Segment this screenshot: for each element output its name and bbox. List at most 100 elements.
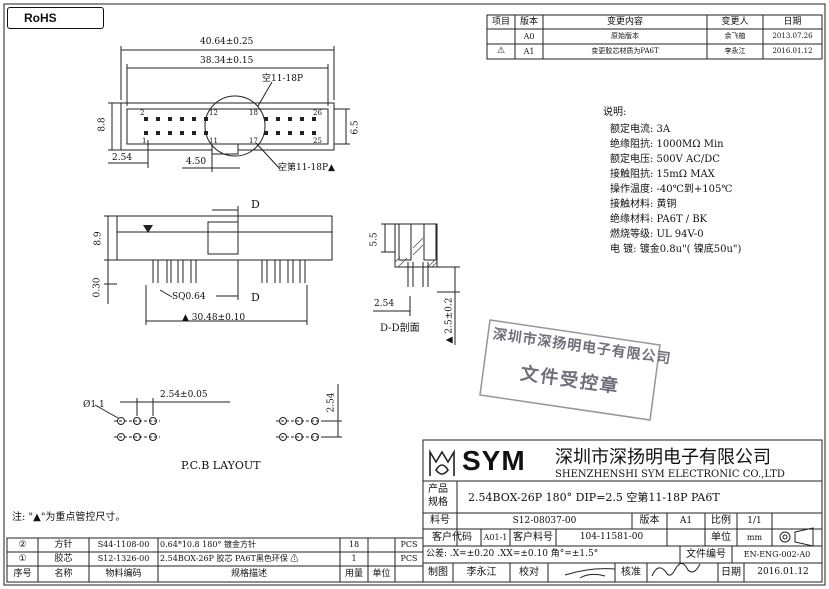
rev-row-1-version: A1 — [523, 46, 535, 56]
top-view-pins — [144, 117, 316, 135]
bom-row-1-qty: 1 — [351, 554, 357, 563]
top-view-body — [120, 102, 335, 151]
dim-blank-top: 空11-18P — [262, 74, 304, 84]
spec-line-5: 操作温度: -40℃到+105℃ — [610, 184, 733, 195]
polarization-triangle — [143, 225, 153, 233]
scale-value: 1/1 — [747, 515, 762, 526]
bom-row-0-no: ② — [18, 539, 27, 550]
rev-header-content: 变更内容 — [606, 16, 643, 27]
bom-header-qty: 用量 — [344, 568, 363, 579]
product-label-2: 规格 — [428, 497, 448, 508]
scale-label: 比例 — [711, 515, 731, 526]
rev-row-0-date: 2013.07.26 — [772, 32, 813, 40]
rev-header-date: 日期 — [783, 16, 802, 27]
bom-row-0-name: 方针 — [54, 539, 73, 550]
dim-row-30-48: ▲ 30.48±0.10 — [182, 313, 246, 323]
bom-header-name: 名称 — [54, 568, 73, 579]
version-value: A1 — [679, 515, 693, 526]
pin-label-2: 2 — [140, 109, 145, 117]
version-label: 版本 — [639, 515, 660, 526]
signature-scribbles — [564, 563, 701, 579]
side-view-body — [116, 215, 333, 261]
rohs-text: RoHS — [24, 11, 57, 25]
dim-height-8-8: 8.8 — [97, 117, 108, 132]
spec-line-1: 额定电流: 3A — [610, 124, 671, 135]
part-no-label: 料号 — [430, 515, 450, 526]
rev-row-1-date: 2016.01.12 — [772, 47, 813, 55]
dim-section-2-54: 2.54 — [374, 299, 395, 309]
rev-row-1-content: 变更胶芯材质为PA6T — [591, 47, 659, 55]
pin-label-12: 12 — [209, 109, 218, 117]
customer-code-label: 客户代码 — [432, 531, 472, 543]
rev-row-0-person: 余飞植 — [724, 32, 746, 40]
rev-row-0-item — [487, 29, 515, 44]
section-marker-d-bottom: D — [251, 291, 260, 304]
logo-mark — [429, 449, 455, 476]
dim-inner-width: 38.34±0.15 — [200, 56, 254, 66]
approved-label: 核准 — [621, 566, 641, 578]
bom-header-no: 序号 — [13, 568, 32, 579]
section-hatching — [394, 237, 438, 268]
section-title: D-D剖面 — [380, 323, 420, 334]
spec-line-6: 接触材料: 黄铜 — [610, 199, 677, 210]
dim-pitch-2-54: 2.54 — [112, 153, 133, 163]
rev-header-person: 变更人 — [721, 16, 749, 27]
file-no-label: 文件编号 — [686, 548, 726, 560]
tolerance-text: 公差: .X=±0.20 .XX=±0.10 角°=±1.5° — [426, 549, 599, 559]
dim-pcb-hole: Ø1.1 — [83, 400, 105, 410]
rohs-badge: RoHS — [7, 7, 104, 29]
rev-row-1-person: 李永江 — [724, 47, 746, 55]
bom-row-1-no: ① — [18, 553, 27, 564]
bom-row-1-unit: PCS — [400, 554, 418, 563]
dim-section-2-5: ▲ 2.5±0.2 — [444, 297, 455, 344]
dim-side-8-9: 8.9 — [93, 231, 104, 246]
customer-code-value: A01-1 — [483, 532, 508, 542]
rev-header-item: 项目 — [491, 16, 510, 27]
bom-header-unit: 单位 — [372, 568, 391, 579]
section-marker-d-top: D — [251, 198, 260, 211]
dim-offset-4-50: 4.50 — [186, 157, 207, 167]
rev-row-0-content: 原始版本 — [611, 32, 639, 40]
key-dimension-note: 注: "▲"为重点管控尺寸。 — [12, 512, 126, 523]
dim-side-0-30: 0.30 — [92, 277, 103, 298]
spec-line-7: 绝缘材料: PA6T / BK — [610, 214, 708, 225]
product-label-1: 产品 — [428, 484, 448, 495]
pin-label-18: 18 — [249, 109, 258, 117]
dim-section-5-5: 5.5 — [369, 232, 380, 247]
spec-line-4: 接触阻抗: 15mΩ MAX — [610, 169, 715, 180]
drawn-value: 李永江 — [466, 566, 497, 578]
rev-row-0-version: A0 — [523, 31, 535, 41]
drawn-label: 制图 — [428, 566, 448, 578]
bom-header-code: 物料编码 — [105, 568, 142, 579]
dim-pcb-2-54: 2.54±0.05 — [160, 390, 208, 400]
pin-label-26: 26 — [313, 109, 322, 117]
bom-row-1-code: S12-1326-00 — [97, 554, 150, 563]
drawing-frame — [3, 3, 826, 586]
company-logo-text: SYM — [462, 445, 526, 476]
rev-row-1-item: ⚠ — [496, 46, 506, 56]
spec-notes-title: 说明: — [603, 107, 627, 118]
unit-value: mm — [746, 532, 763, 542]
dim-sq: SQ0.64 — [172, 292, 206, 302]
control-stamp — [479, 319, 661, 421]
pin-label-17: 17 — [249, 137, 258, 145]
bom-row-1-name: 胶芯 — [54, 553, 73, 564]
date-label: 日期 — [721, 566, 741, 578]
date-value: 2016.01.12 — [757, 567, 809, 577]
pcb-layout-title: P.C.B LAYOUT — [181, 459, 261, 472]
bom-header-spec: 规格描述 — [230, 568, 267, 579]
unit-label: 单位 — [711, 531, 731, 543]
checked-label: 校对 — [519, 566, 539, 578]
product-spec: 2.54BOX-26P 180° DIP=2.5 空第11-18P PA6T — [468, 491, 720, 504]
pin-label-25: 25 — [313, 137, 322, 145]
bom-row-0-code: S44-1108-00 — [97, 540, 150, 549]
customer-part-value: 104-11581-00 — [579, 532, 644, 542]
dim-total-width: 40.64±0.25 — [200, 37, 254, 47]
section-view-body — [394, 223, 438, 268]
spec-line-2: 绝缘阻抗: 1000MΩ Min — [610, 139, 724, 150]
spec-line-8: 燃烧等级: UL 94V-0 — [610, 229, 704, 240]
dim-blank-bottom: 空第11-18P▲ — [278, 163, 335, 173]
file-no-value: EN-ENG-002-A0 — [743, 549, 811, 559]
bom-row-1-spec: 2.54BOX-26P 胶芯 PA6T黑色环保 ⚠ — [160, 554, 299, 563]
